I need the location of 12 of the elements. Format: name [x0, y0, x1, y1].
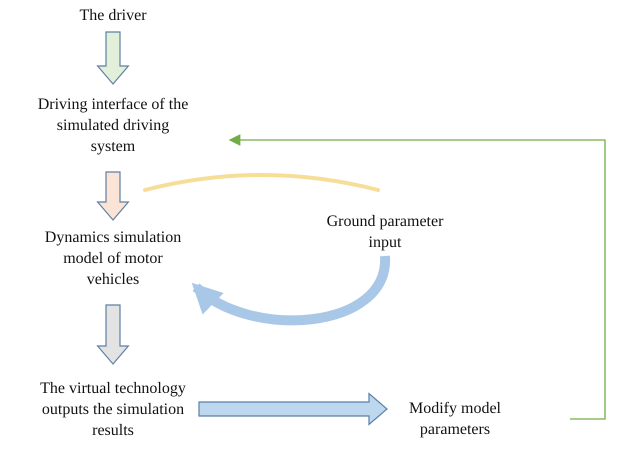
node-label: The driver — [79, 6, 147, 26]
block-arrow — [96, 31, 130, 85]
node-label: Ground parameter input — [326, 212, 444, 253]
block-arrow — [198, 392, 388, 426]
node-label: Modify model parameters — [408, 399, 502, 440]
node-label: Dynamics simulation model of motor vehicles — [44, 228, 182, 290]
block-arrow — [96, 171, 130, 221]
arrow — [228, 134, 606, 420]
node-label: The virtual technology outputs the simulation results — [39, 378, 187, 440]
curved-arrow — [191, 256, 390, 326]
block-arrow — [96, 304, 130, 365]
node-label: Driving interface of the simulated driving system — [36, 94, 190, 156]
